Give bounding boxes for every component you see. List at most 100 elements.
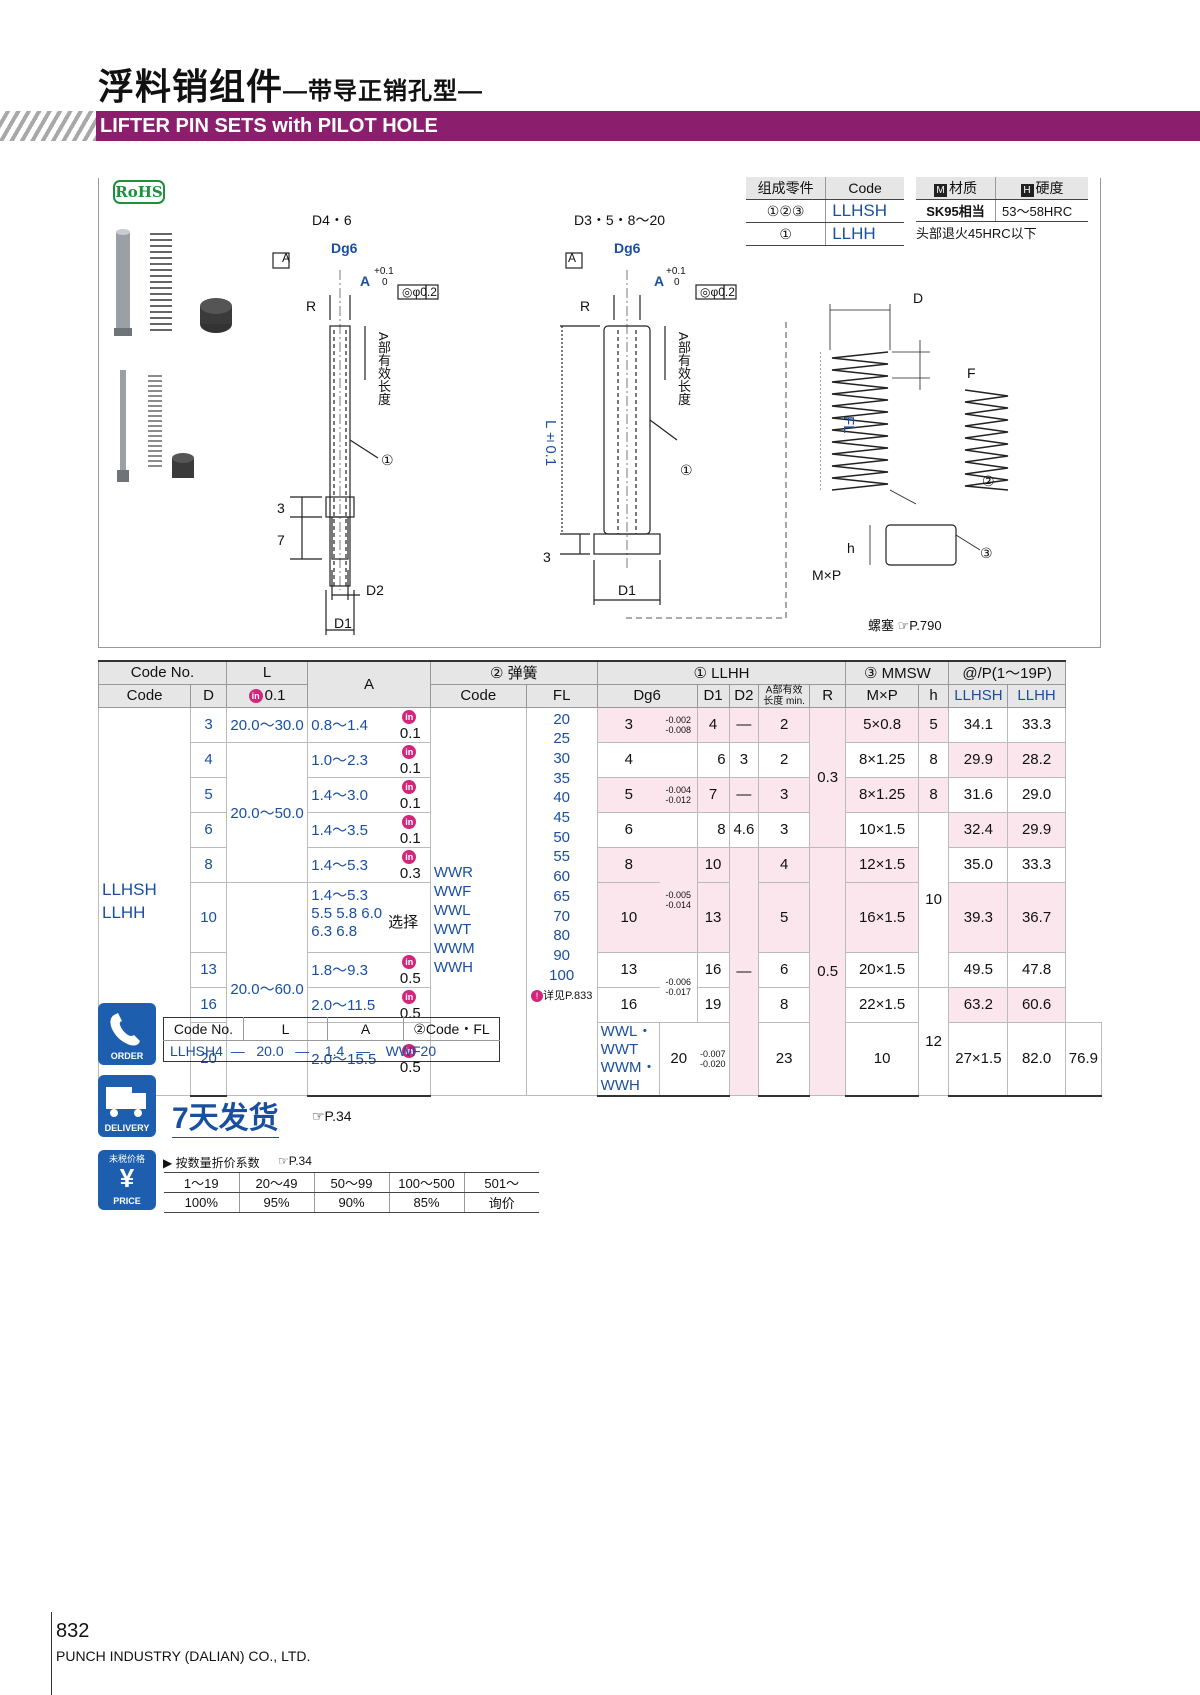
cell-a-inc: in0.5 <box>390 951 431 988</box>
cell-a-inc: in0.5 <box>390 986 431 1023</box>
cell-amin: 10 <box>845 1021 919 1097</box>
cell-p2: 28.2 <box>1007 741 1066 778</box>
cell-d: 5 <box>190 776 227 813</box>
discount: 100% <box>164 1192 239 1213</box>
cell-mxp: 20×1.5 <box>845 951 919 988</box>
product-photo <box>114 229 232 482</box>
cell-tol: -0.006-0.017 <box>659 951 698 1023</box>
title-band: LIFTER PIN SETS with PILOT HOLE <box>0 111 1200 141</box>
increment-icon: in <box>402 989 417 1004</box>
cell-p1: 39.3 <box>948 881 1009 953</box>
cell-mxp: 5×0.8 <box>845 706 919 743</box>
effective-length-right: A部有效长度 <box>676 332 691 406</box>
spec-table: Code No. L A ② 弹簧 ① LLHH ③ MMSW @/P(1～19… <box>97 660 1103 1097</box>
discount: 询价 <box>463 1192 539 1213</box>
cell-d1: 23 <box>758 1021 811 1097</box>
cell-p1: 49.5 <box>948 951 1009 988</box>
cell-dg: 20 <box>659 1021 698 1097</box>
a-label-right: A <box>654 273 665 289</box>
increment-icon: in <box>402 779 417 794</box>
cell-h: 5 <box>917 706 950 743</box>
qty-range: 20～49 <box>238 1172 314 1193</box>
d1-label-left: D1 <box>334 615 352 631</box>
th-a: A <box>307 660 431 708</box>
pin-body-right <box>603 325 651 535</box>
cell-d: 10 <box>190 881 227 953</box>
stripe-decoration <box>0 111 100 141</box>
table-row: 8 1.4～5.3 in0.3 8 -0.005-0.014 10 — 4 0.… <box>99 846 1102 1096</box>
cell-h: 12 <box>917 986 950 1096</box>
cell-p2: 60.6 <box>1007 986 1066 1023</box>
cell-r: 0.3 <box>809 706 847 848</box>
cell-mxp: 12×1.5 <box>845 846 919 883</box>
cell-h: 10 <box>917 811 950 988</box>
spring-photo-1 <box>150 233 172 331</box>
th-dg6: Dg6 <box>596 683 698 708</box>
cell-a: 1.4～3.0 <box>307 776 391 813</box>
material-icon: M <box>934 184 947 197</box>
r-label-right: R <box>580 298 591 314</box>
cell-a-inc: in0.1 <box>390 776 431 813</box>
cell-p1: 63.2 <box>948 986 1009 1023</box>
price-ref: ☞P.34 <box>278 1154 312 1168</box>
d2-label: D2 <box>366 582 384 598</box>
spring-photo-2 <box>148 375 162 467</box>
f-label: F <box>967 365 976 381</box>
tol-plus-left: +0.1 <box>374 266 394 277</box>
datum-label-right: A <box>568 251 577 265</box>
price-title: ▶ 按数量折价系数 <box>163 1156 260 1170</box>
cell-d1: 4 <box>696 706 730 743</box>
cell-d1: 16 <box>696 951 730 988</box>
cell-p2: 47.8 <box>1007 951 1066 988</box>
page-number: 832 <box>56 1620 90 1642</box>
cell-p2: 33.3 <box>1007 706 1066 743</box>
cell-tol <box>659 741 698 778</box>
title-bar <box>96 111 1200 141</box>
datum-label-left: A <box>282 251 291 265</box>
cell-d1: 13 <box>696 881 730 953</box>
order-head-spring: ②Code・FL <box>403 1017 500 1041</box>
dim-3-left: 3 <box>277 500 285 516</box>
discount: 95% <box>238 1192 314 1213</box>
hardness-icon: H <box>1020 184 1034 197</box>
note-icon: ! <box>531 990 544 1003</box>
th-spring-code: Code <box>429 683 527 708</box>
cell-a: 2.0～11.5 <box>307 986 391 1023</box>
cell-d1: 8 <box>696 811 730 848</box>
cell-d: 16 <box>190 986 227 1023</box>
tol-zero-left: 0 <box>382 277 388 288</box>
cell-h: 8 <box>917 776 950 813</box>
cell-amin: 6 <box>758 951 811 988</box>
th-l: L <box>225 660 309 685</box>
material-value: SK95相当 <box>916 199 997 222</box>
cell-d2: — <box>728 846 760 1096</box>
cell-d2: 4.6 <box>728 811 760 848</box>
qty-range: 501～ <box>463 1172 539 1193</box>
th-d: D <box>190 683 227 708</box>
delivery-ref: ☞P.34 <box>312 1108 352 1124</box>
fl-label: FL <box>840 416 857 434</box>
cell-d: 8 <box>190 846 227 883</box>
cell-d: 3 <box>190 706 227 743</box>
callout-2: ② <box>982 473 995 489</box>
cell-d1: 10 <box>696 846 730 883</box>
cell-a: 1.4～5.3 <box>307 846 391 883</box>
cell-p1: 34.1 <box>948 706 1009 743</box>
cell-dg: 13 <box>596 951 660 988</box>
discount: 90% <box>313 1192 389 1213</box>
th-p-llhsh: LLHSH <box>948 683 1009 708</box>
th-spring: ② 弹簧 <box>429 660 598 685</box>
price-icon: 未税价格 ¥ PRICE <box>98 1150 156 1210</box>
cell-tol: -0.005-0.014 <box>659 846 698 953</box>
flatness-tol-right: ◎φ0.2 <box>700 285 735 299</box>
order-icon: ORDER <box>98 1003 156 1065</box>
qty-range: 100～500 <box>388 1172 464 1193</box>
spring-small <box>964 389 1009 491</box>
d-label-spring: D <box>913 290 924 306</box>
figure-box <box>98 178 1101 648</box>
table-row: 6 1.4～3.5 in0.1 6 8 4.6 3 10×1.5 10 32.4… <box>99 811 1102 988</box>
cell-tol: -0.007-0.020 <box>697 1021 730 1097</box>
cell-amin: 8 <box>758 986 811 1023</box>
